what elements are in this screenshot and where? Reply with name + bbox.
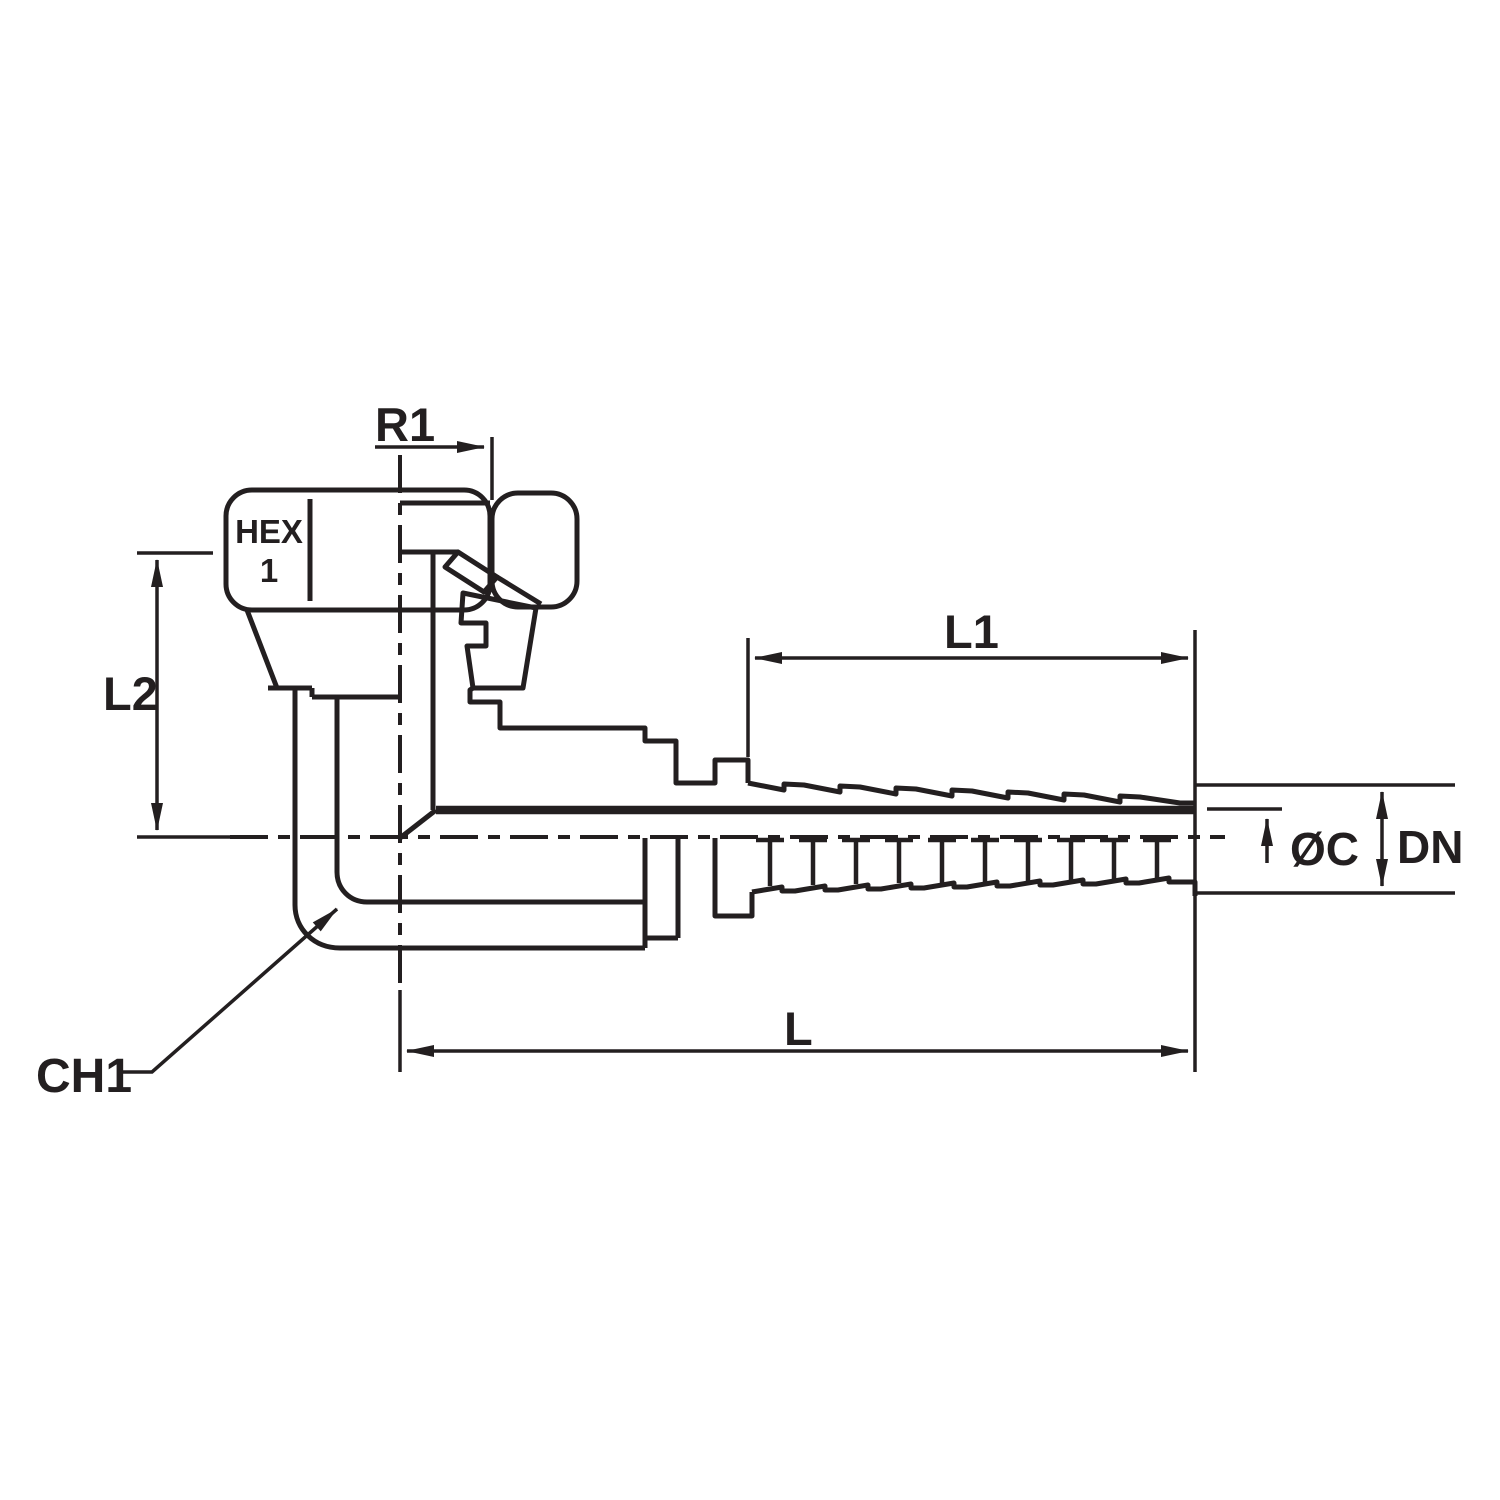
cone-skirt xyxy=(244,609,400,700)
dimension-l2: L2 xyxy=(103,551,232,839)
label-l1: L1 xyxy=(944,605,999,658)
spike-bottom-serration xyxy=(751,875,1198,896)
horizontal-stem xyxy=(340,899,645,951)
nipple-cone xyxy=(458,590,539,691)
nipple-shoulder xyxy=(495,574,543,607)
dimension-r1: R1 xyxy=(375,398,494,500)
nut-bore-lines xyxy=(400,500,490,810)
hex-nut-right-facet xyxy=(489,490,580,610)
elbow-inner-arc xyxy=(334,871,368,905)
label-dn: DN xyxy=(1397,821,1463,873)
label-l: L xyxy=(784,1002,813,1055)
cone-skirt-outline xyxy=(244,609,400,700)
spike-left-pocket xyxy=(712,838,755,919)
shell-collar xyxy=(642,838,681,948)
elbow-body xyxy=(292,685,1195,951)
barb-tooth-stems xyxy=(767,841,1160,886)
ch1-leader-line xyxy=(120,907,339,1074)
annotation-ch1: CH1 xyxy=(36,907,339,1103)
bore-chamfer xyxy=(398,808,438,840)
dimension-l1: L1 xyxy=(746,605,1189,757)
dimension-l: L xyxy=(398,990,1189,1072)
hex-label-line2: 1 xyxy=(260,552,278,589)
swivel-nut-section xyxy=(400,500,543,810)
hose-spike xyxy=(712,780,1198,919)
body-step-profile xyxy=(467,685,751,786)
spike-top-serration xyxy=(747,780,1195,806)
label-l2: L2 xyxy=(103,667,158,720)
vertical-stem xyxy=(292,688,340,905)
label-oc: ØC xyxy=(1290,823,1359,875)
dimension-oc: ØC xyxy=(1207,807,1359,875)
barb-teeth xyxy=(756,837,1171,886)
dimension-dn: DN xyxy=(1195,783,1463,895)
hex-label-line1: HEX xyxy=(235,513,303,550)
label-ch1: CH1 xyxy=(36,1050,132,1103)
hex-nut: HEX 1 xyxy=(223,487,580,613)
seal-washer xyxy=(442,549,500,595)
centerlines xyxy=(230,455,1225,988)
label-r1: R1 xyxy=(375,398,435,451)
